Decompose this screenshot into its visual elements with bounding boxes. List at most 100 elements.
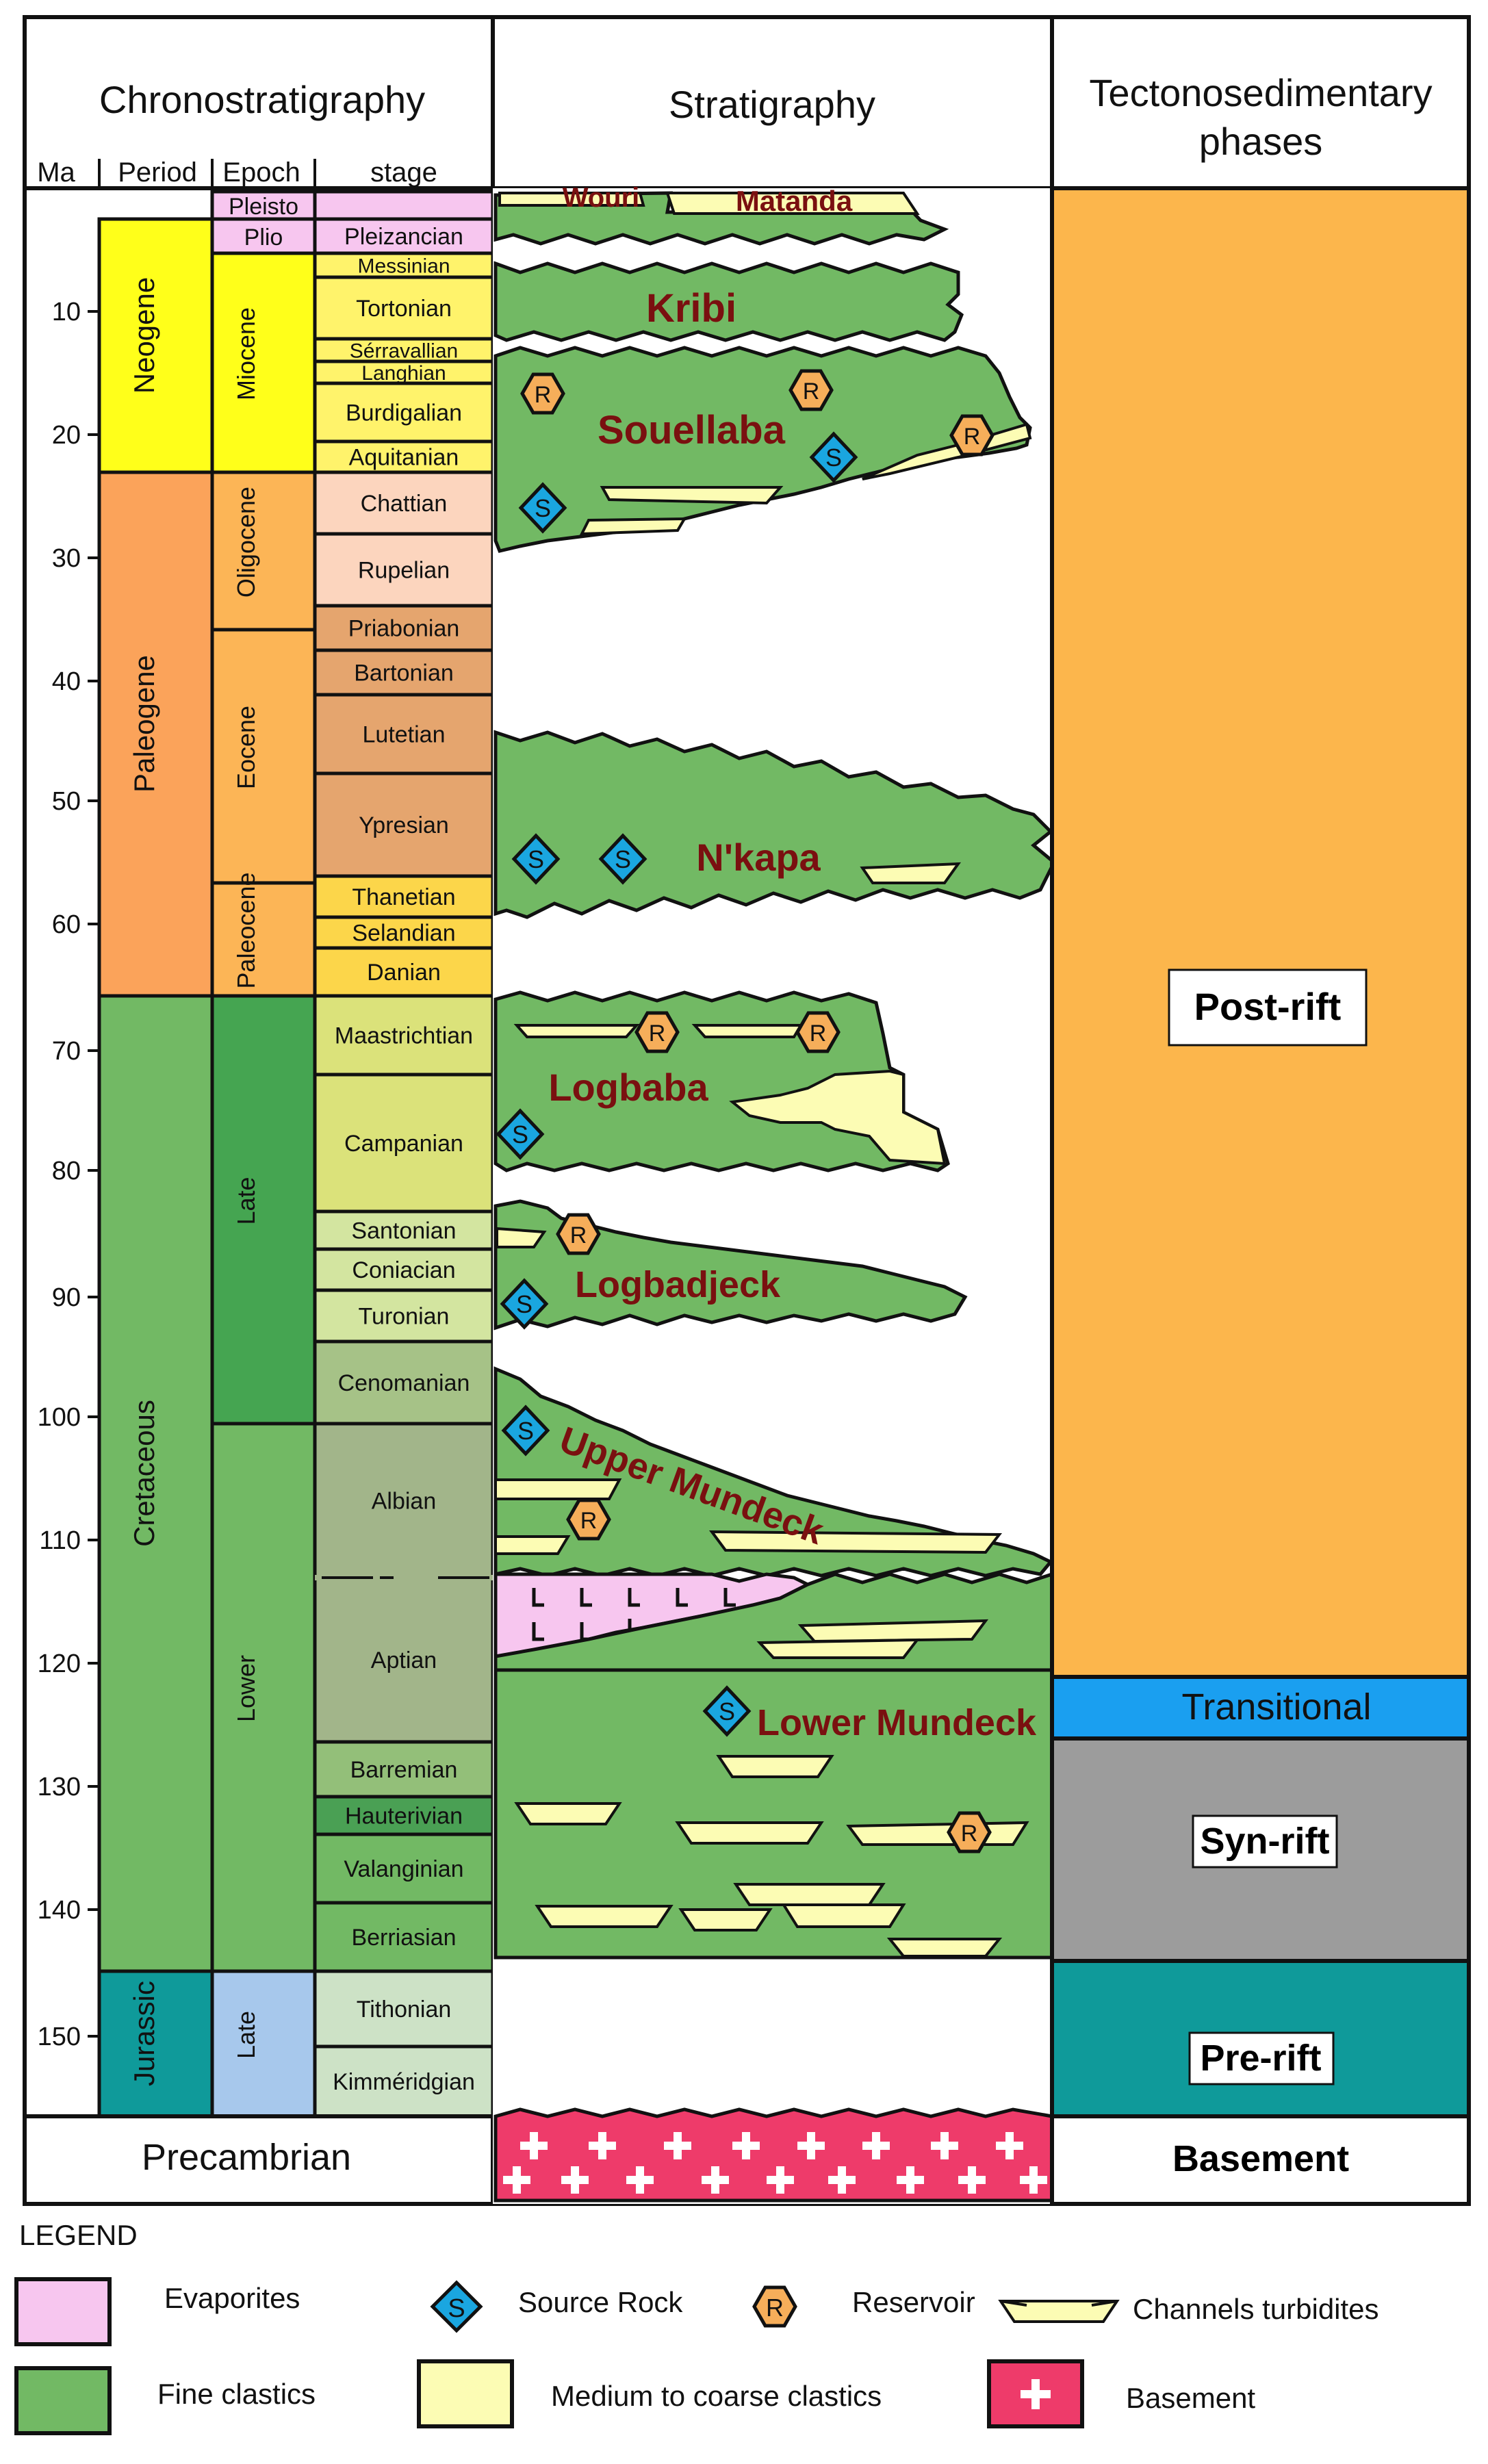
age-tick-label: 50: [52, 787, 81, 816]
stage-label: Bartonian: [354, 660, 454, 686]
stage-cell: [313, 994, 495, 1077]
stage-label: Aptian: [371, 1647, 437, 1673]
tectono-header-line1: Tectonosedimentary: [1089, 71, 1432, 114]
epoch-label: Paleocene: [232, 872, 260, 988]
stage-label: Selandian: [352, 921, 455, 947]
phase-label-pre-rift: Pre-rift: [1200, 2038, 1321, 2079]
legend-source-rock: Source Rock: [518, 2286, 683, 2318]
phase-basement: [1050, 2114, 1471, 2206]
epoch-cell: [210, 628, 317, 885]
logbaba-sand-main: [729, 1069, 947, 1166]
source-rock-icon: [501, 1404, 550, 1456]
tectono-column: Post-rift Transitional Syn-rift Pre-rift…: [1050, 186, 1471, 2206]
epoch-cell: [210, 217, 317, 255]
stage-label: Tithonian: [357, 1997, 452, 2023]
legend-reservoir: Reservoir: [852, 2286, 975, 2318]
source-rock-symbol: S: [516, 1290, 533, 1318]
lm-sand-9: [886, 1938, 1003, 1958]
legend-reservoir-icon: R: [752, 2285, 797, 2328]
period-label: Neogene: [128, 277, 160, 394]
stage-label: Valanginian: [344, 1856, 463, 1882]
upper-mundeck-sand-3: [709, 1530, 1003, 1554]
stratigraphy-header: Stratigraphy: [669, 83, 875, 126]
formation-wouri: Wouri: [563, 183, 640, 213]
stage-label: Priabonian: [348, 616, 460, 642]
legend: LEGEND Evaporites Fine clastics S Source…: [14, 2219, 1379, 2435]
souellaba-sand-3: [579, 517, 687, 536]
reservoir-icon: [634, 1011, 680, 1053]
age-tick-label: 30: [52, 544, 81, 573]
phase-post-rift: [1050, 186, 1471, 1679]
stage-cell: [313, 771, 495, 878]
stage-cell: [313, 1795, 495, 1836]
source-rock-symbol: S: [528, 845, 544, 873]
legend-evaporites-swatch: [14, 2277, 112, 2346]
legend-cross-icon: [1021, 2379, 1051, 2409]
stage-cell: [313, 946, 495, 998]
phase-label-syn-rift: Syn-rift: [1201, 1821, 1330, 1862]
legend-source-icon: S: [430, 2280, 483, 2333]
kribi-unit: [493, 261, 964, 342]
source-rock-symbol: S: [615, 845, 631, 873]
transition-sand-1: [797, 1619, 989, 1643]
stage-label: Tortonian: [356, 296, 452, 322]
epoch-header: Epoch: [222, 157, 300, 188]
stage-column: PleizancianMessinianTortonianSérravallia…: [313, 190, 495, 2118]
souellaba-sand-2: [600, 486, 784, 505]
nkapa-sand: [860, 862, 962, 884]
epoch-label: Miocene: [232, 307, 260, 400]
lm-sand-5: [733, 1883, 886, 1906]
formation-nkapa: N'kapa: [696, 836, 821, 879]
logbadjeck-unit: [493, 1199, 968, 1331]
lm-sand-2: [514, 1802, 622, 1825]
lm-sand-4: [846, 1821, 1029, 1846]
legend-evaporites: Evaporites: [164, 2282, 300, 2314]
reservoir-symbol: R: [803, 378, 820, 405]
stage-cell: [313, 217, 495, 255]
reservoir-symbol: R: [961, 1821, 978, 1847]
formation-souellaba: Souellaba: [598, 408, 786, 452]
source-rock-icon: [518, 482, 567, 534]
stage-label: Burdigalian: [346, 400, 462, 426]
phase-label-basement: Basement: [1172, 2138, 1349, 2179]
stage-label: Berriasian: [351, 1925, 456, 1951]
age-tick-label: 120: [38, 1650, 81, 1678]
lm-sand-1: [716, 1755, 834, 1778]
legend-title: LEGEND: [19, 2219, 138, 2251]
transition-sand-2: [756, 1638, 921, 1659]
stage-label: Aquitanian: [349, 445, 459, 471]
upper-mundeck-sand-1: [494, 1478, 622, 1500]
epoch-cell: [210, 251, 317, 474]
matanda-sand: [665, 192, 920, 215]
legend-basement: Basement: [1126, 2382, 1255, 2414]
tectono-header-line2: phases: [1199, 120, 1323, 163]
stage-cell: [313, 470, 495, 536]
wouri-sand: [498, 192, 645, 207]
formation-kribi: Kribi: [646, 286, 736, 331]
age-tick-label: 130: [38, 1773, 81, 1801]
formation-lower-mundeck: Lower Mundeck: [757, 1702, 1037, 1743]
epoch-label: Plio: [244, 224, 283, 251]
lm-sand-3: [675, 1821, 824, 1845]
phase-transitional: [1050, 1675, 1471, 1741]
source-rock-icon: [809, 431, 858, 483]
reservoir-symbol: R: [570, 1222, 587, 1248]
reservoir-symbol: R: [580, 1508, 598, 1534]
age-tick-label: 150: [38, 2023, 81, 2051]
reservoir-icon: [520, 372, 565, 415]
legend-source-symbol: S: [448, 2294, 465, 2323]
formation-logbaba: Logbaba: [548, 1066, 708, 1109]
period-label: Cretaceous: [128, 1400, 160, 1547]
epoch-label: Late: [232, 2011, 260, 2059]
reservoir-icon: [947, 1811, 992, 1853]
stage-label: Albian: [372, 1489, 437, 1515]
stratigraphy-column: Wouri Matanda Kribi Souellaba N'kapa Log…: [493, 183, 1057, 2204]
stage-label: Rupelian: [358, 558, 450, 584]
stage-label: Santonian: [351, 1218, 456, 1244]
epoch-column: PleistoPlioMioceneOligoceneEocenePaleoce…: [210, 190, 317, 2118]
formation-logbadjeck: Logbadjeck: [575, 1264, 781, 1305]
reservoir-icon: [949, 414, 995, 457]
